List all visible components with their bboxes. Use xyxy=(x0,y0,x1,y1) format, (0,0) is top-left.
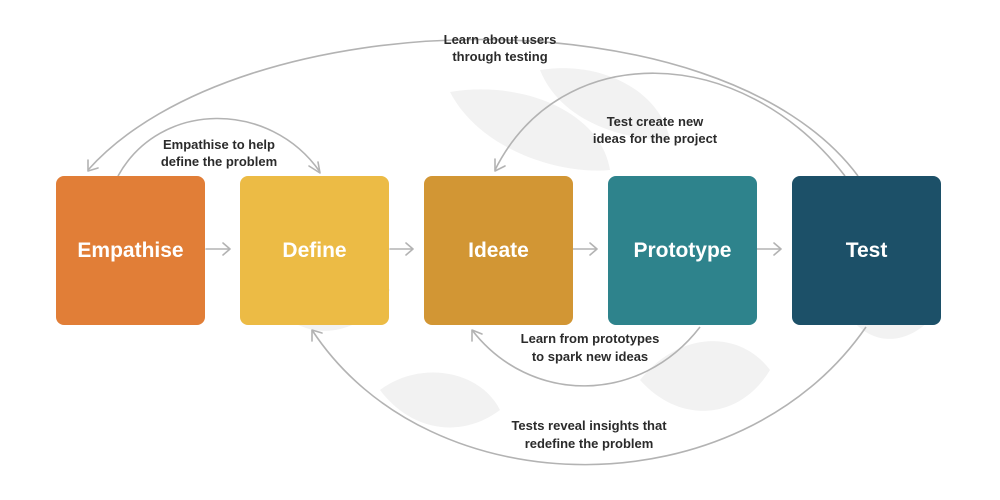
note-line: to spark new ideas xyxy=(532,349,648,364)
note-test-create-new: Test create new ideas for the project xyxy=(593,114,718,146)
curve-test-to-empathise-arrowhead-icon xyxy=(87,159,99,172)
note-line: Test create new xyxy=(607,114,704,129)
stage-label: Ideate xyxy=(468,239,529,262)
note-line: Learn from prototypes xyxy=(521,331,660,346)
stage-label: Empathise xyxy=(77,239,183,262)
stage-box xyxy=(240,176,389,325)
stage-ideate: Ideate xyxy=(424,176,573,325)
arrow-right-icon xyxy=(205,242,231,256)
note-empathise-to-help: Empathise to help define the problem xyxy=(161,137,277,169)
curve-test-to-ideate xyxy=(494,72,846,177)
stage-label: Test xyxy=(846,239,888,262)
connectors xyxy=(87,38,867,466)
arrow-right-icon xyxy=(756,242,782,256)
note-line: define the problem xyxy=(161,154,277,169)
curve-test-to-empathise xyxy=(87,38,859,177)
stage-prototype: Prototype xyxy=(608,176,757,325)
note-line: ideas for the project xyxy=(593,131,718,146)
note-tests-reveal-insights: Tests reveal insights that redefine the … xyxy=(511,418,667,451)
arrow-right-icon xyxy=(572,242,598,256)
arrow-right-icon xyxy=(389,242,414,256)
note-line: Tests reveal insights that xyxy=(511,418,667,433)
stage-define: Define xyxy=(240,176,389,325)
note-line: Learn about users xyxy=(444,32,557,47)
flow-arrows xyxy=(205,242,782,256)
curve-empathise-to-define xyxy=(117,117,321,177)
stage-empathise: Empathise xyxy=(56,176,205,325)
note-line: Empathise to help xyxy=(163,137,275,152)
curve-prototype-to-ideate-arrowhead-icon xyxy=(471,329,483,342)
stage-box xyxy=(792,176,941,325)
curve-test-to-define-arrowhead-icon xyxy=(311,329,323,342)
curve-test-to-define xyxy=(311,326,867,466)
stage-label: Prototype xyxy=(633,239,731,262)
curve-test-to-ideate-arrowhead-icon xyxy=(494,158,506,172)
stage-test: Test xyxy=(792,176,941,325)
stage-box xyxy=(608,176,757,325)
stage-box xyxy=(56,176,205,325)
stage-box xyxy=(424,176,573,325)
stage-label: Define xyxy=(282,239,346,262)
curve-prototype-to-ideate xyxy=(471,326,701,387)
note-line: redefine the problem xyxy=(525,436,654,451)
note-learn-about-users: Learn about users through testing xyxy=(444,32,557,64)
note-line: through testing xyxy=(452,49,547,64)
note-learn-from-prototypes: Learn from prototypes to spark new ideas xyxy=(521,331,660,364)
curve-empathise-to-define-arrowhead-icon xyxy=(308,161,321,174)
